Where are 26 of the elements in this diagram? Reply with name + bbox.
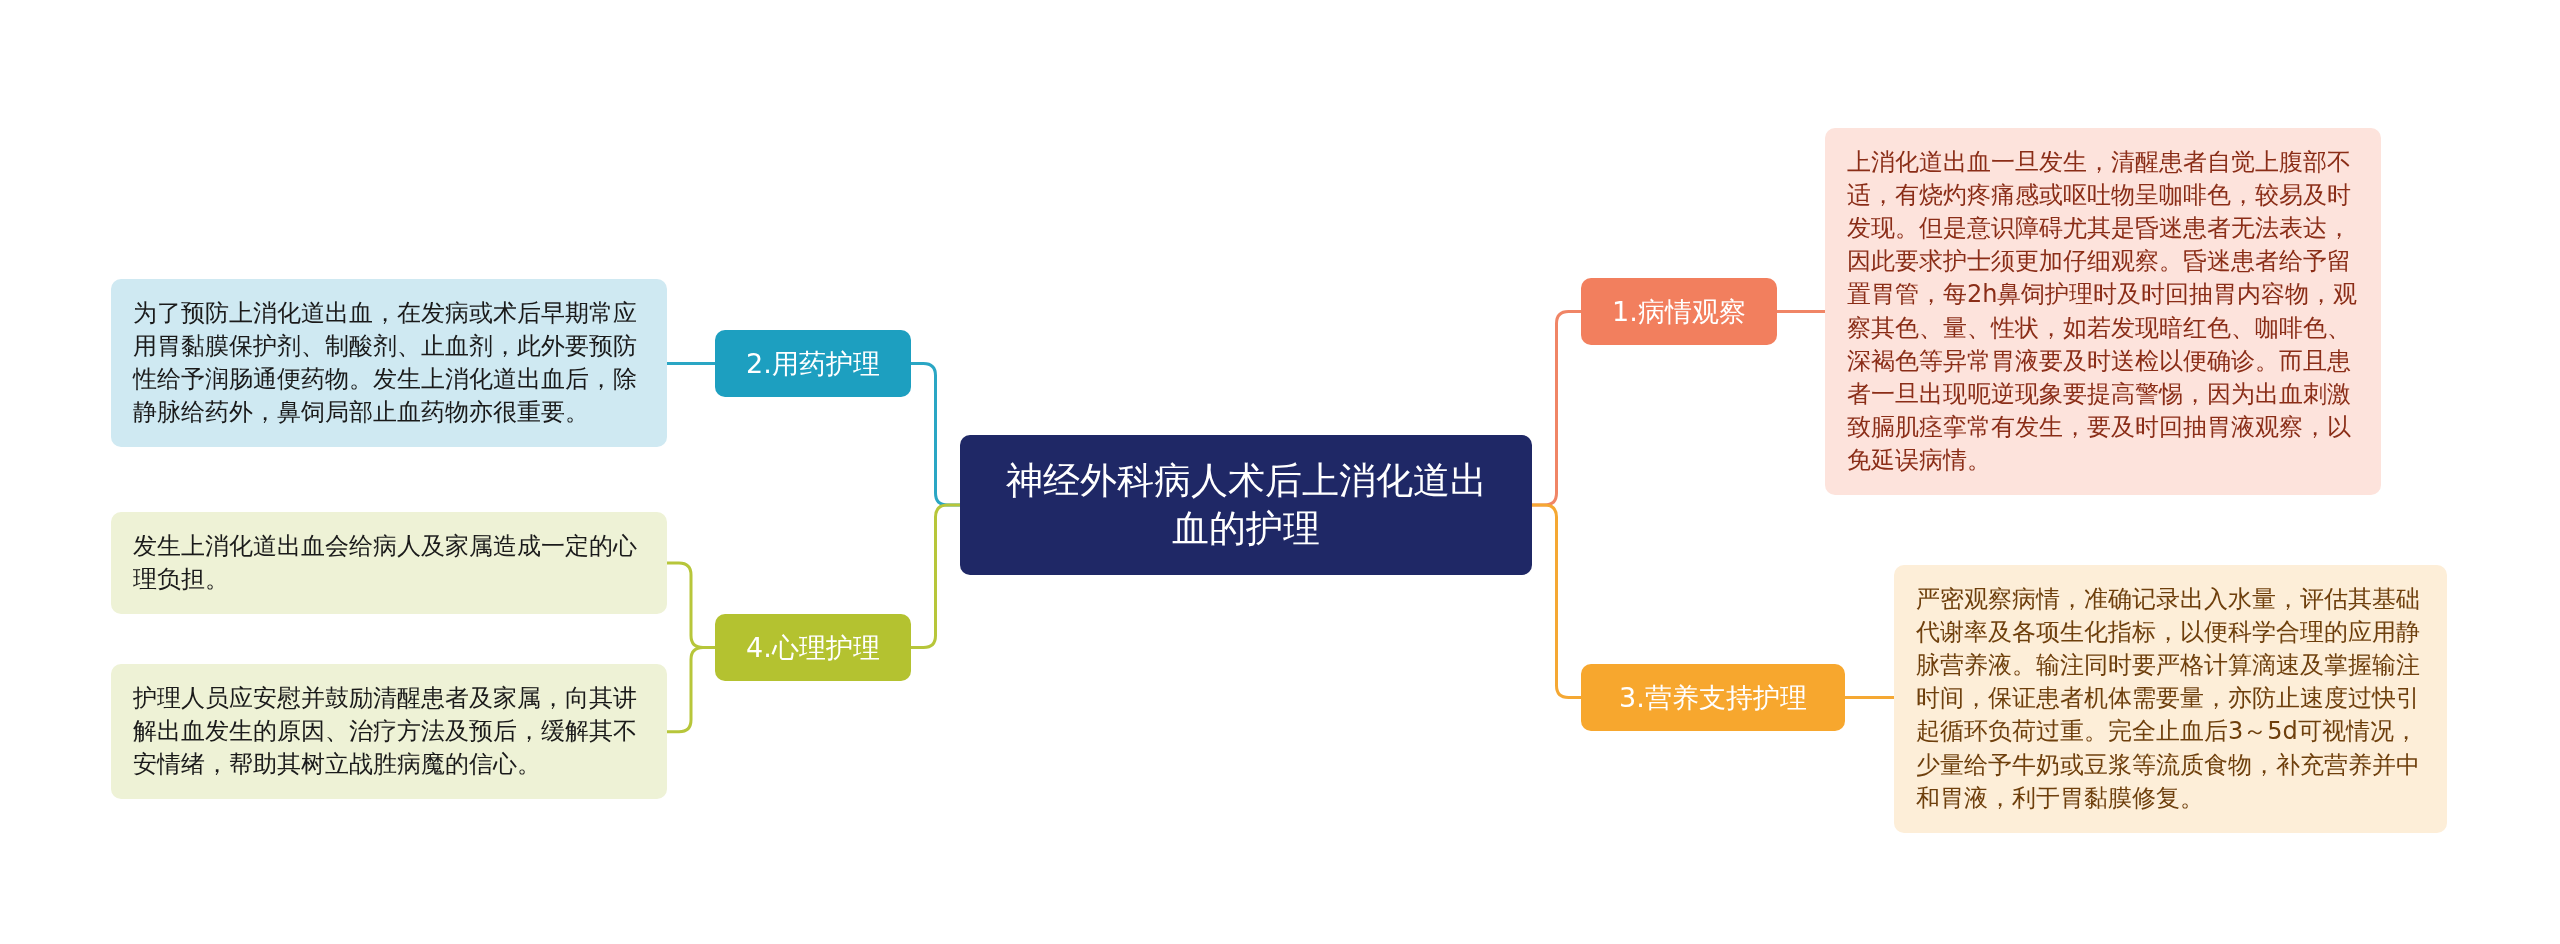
note-text: 上消化道出血一旦发生，清醒患者自觉上腹部不适，有烧灼疼痛感或呕吐物呈咖啡色，较易及时发现。但是意识障碍尤其是昏迷患者无法表达，因此要求护士须更加仔细观察。昏迷患者给予留置胃管，每2h鼻饲护理时及时回抽胃内容物，观察其色、量、性状，如若发现暗红色、咖啡色、深褐色等异常胃液要及时送检以便确诊。而且患者一旦出现呃逆现象要提高警惕，因为出血刺激致膈肌痉挛常有发生，要及时回抽胃液观察，以免延误病情。: [1847, 147, 2359, 476]
note-box: [111, 512, 667, 615]
note-text: 严密观察病情，准确记录出入水量，评估其基础代谢率及各项生化指标，以便科学合理的应用静脉营养液。输注同时要严格计算滴速及掌握输注时间，保证患者机体需要量，亦防止速度过快引起循环负荷过重。完全止血后3～5d可视情况，少量给予牛奶或豆浆等流质食物，补充营养并中和胃液，利于胃黏膜修复。: [1916, 584, 2421, 814]
topic-box: [1581, 664, 1845, 732]
note-box: [1825, 128, 2381, 496]
note-box: [111, 664, 667, 800]
central-topic: [960, 435, 1532, 576]
connector-line: [1532, 503, 1581, 700]
topic-box: [1581, 278, 1777, 346]
topic-box: [715, 614, 911, 682]
topic-label: 3.营养支持护理: [1618, 681, 1808, 715]
topic-box: [715, 330, 911, 398]
topic-label: 4.心理护理: [745, 631, 881, 665]
note-text: 护理人员应安慰并鼓励清醒患者及家属，向其讲解出血发生的原因、治疗方法及预后，缓解其不安情绪，帮助其树立战胜病魔的信心。: [133, 683, 638, 781]
connector-line: [1777, 310, 1825, 314]
note-box: [1894, 565, 2447, 833]
connector-line: [667, 646, 715, 734]
note-text: 为了预防上消化道出血，在发病或术后早期常应用胃黏膜保护剂、制酸剂、止血剂，此外要预防性给予润肠通便药物。发生上消化道出血后，除静脉给药外，鼻饲局部止血药物亦很重要。: [133, 298, 638, 429]
connector-line: [911, 503, 960, 650]
connector-line: [1845, 696, 1894, 700]
topic-label: 神经外科病人术后上消化道出血的护理: [1004, 458, 1488, 553]
note-box: [111, 279, 667, 448]
topic-label: 2.用药护理: [745, 347, 881, 381]
topic-label: 1.病情观察: [1611, 295, 1747, 329]
connector-line: [667, 362, 715, 366]
note-text: 发生上消化道出血会给病人及家属造成一定的心理负担。: [133, 531, 638, 596]
